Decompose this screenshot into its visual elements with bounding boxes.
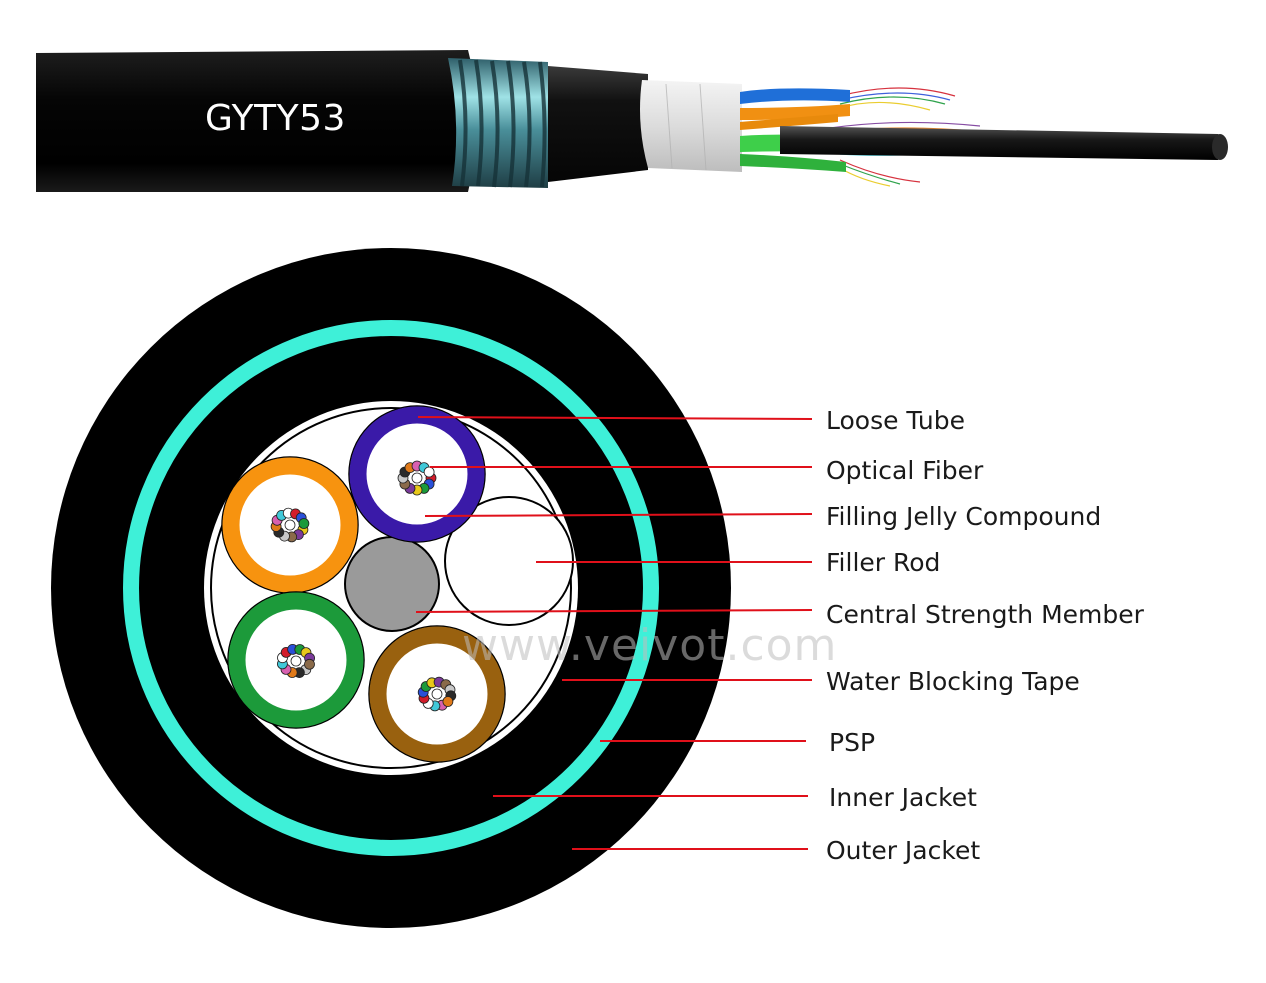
callout-label: Filler Rod [826, 548, 941, 577]
callout-line [424, 513, 813, 517]
callout-label: Optical Fiber [826, 456, 984, 485]
watermark: www.veivot.com [462, 620, 838, 671]
callout-label: Inner Jacket [829, 783, 977, 812]
callout-line [415, 609, 813, 613]
callout-label: PSP [829, 728, 876, 757]
cable-photo-icon [36, 50, 1228, 192]
optical-fiber-bundle [397, 460, 437, 496]
callout-label: Water Blocking Tape [826, 667, 1080, 696]
central-strength-member [344, 536, 440, 632]
cable-model-label: GYTY53 [205, 98, 346, 139]
callout-label: Outer Jacket [826, 836, 981, 865]
optical-fiber-bundles [270, 460, 457, 712]
optical-fiber [298, 518, 310, 529]
optical-fiber-bundle [417, 676, 457, 712]
callout-label: Filling Jelly Compound [826, 502, 1102, 531]
callout-label: Central Strength Member [826, 600, 1144, 629]
optical-fiber [442, 696, 454, 707]
optical-fiber [304, 658, 315, 670]
callout-line [417, 416, 813, 420]
callout-lines [415, 416, 813, 850]
optical-fiber-bundle [270, 507, 310, 543]
optical-fiber-bundle [276, 644, 316, 678]
psp-ring [123, 320, 659, 856]
callout-label: Loose Tube [826, 406, 966, 435]
optical-fiber [423, 466, 435, 478]
